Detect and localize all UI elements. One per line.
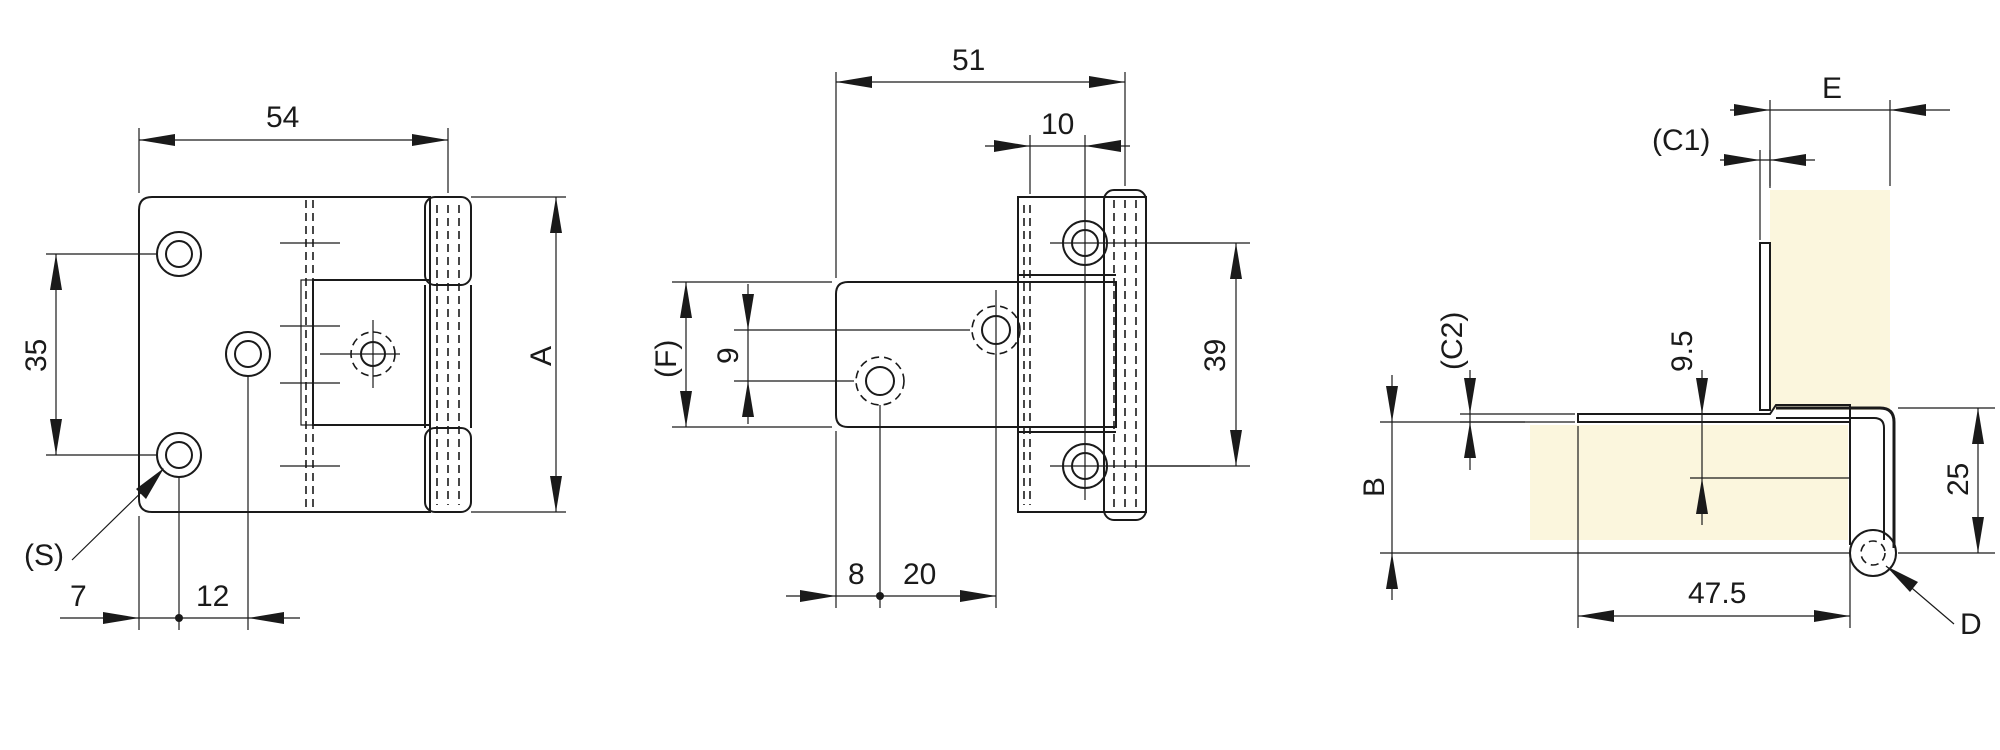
dim-9: 9	[712, 347, 745, 364]
hole-top-left	[156, 231, 202, 277]
dim-51: 51	[952, 44, 985, 77]
hole-bottom-left	[156, 432, 202, 478]
dim-47-5: 47.5	[1688, 577, 1746, 610]
dim-39: 39	[1199, 339, 1232, 372]
dim-B: B	[1358, 477, 1391, 497]
dim-12: 12	[196, 580, 229, 613]
dim-9-5: 9.5	[1666, 330, 1699, 372]
top-knuckle	[1103, 189, 1147, 521]
side-bend	[1776, 406, 1896, 548]
dim-54: 54	[266, 101, 299, 134]
front-leaf-plate	[138, 196, 431, 513]
dim-20: 20	[903, 558, 936, 591]
side-view: E (C1) (C2) 9.5 B 25	[1358, 72, 1995, 641]
dim-F: (F)	[650, 340, 683, 378]
top-hole-left	[855, 356, 905, 406]
front-view: 54 35 A (S) 7 12	[20, 101, 566, 630]
top-view: 51 10 (F) 9 39	[650, 44, 1250, 608]
dim-C2: (C2)	[1436, 312, 1469, 370]
dim-7: 7	[70, 580, 87, 613]
dim-25: 25	[1942, 463, 1975, 496]
panel-horizontal	[1530, 425, 1848, 540]
label-S: (S)	[24, 539, 64, 572]
hole-center	[225, 331, 271, 377]
dim-35: 35	[20, 339, 53, 372]
front-inner-flap	[312, 279, 431, 426]
dim-E: E	[1822, 72, 1842, 105]
dim-A: A	[525, 346, 558, 366]
label-D: D	[1960, 608, 1982, 641]
side-vertical-leaf	[1759, 242, 1771, 411]
dim-8: 8	[848, 558, 865, 591]
dim-C1: (C1)	[1652, 124, 1710, 157]
top-long-leaf	[835, 281, 1117, 428]
dim-10: 10	[1041, 108, 1074, 141]
panel-vertical	[1770, 190, 1890, 410]
top-right-block	[1017, 196, 1147, 513]
